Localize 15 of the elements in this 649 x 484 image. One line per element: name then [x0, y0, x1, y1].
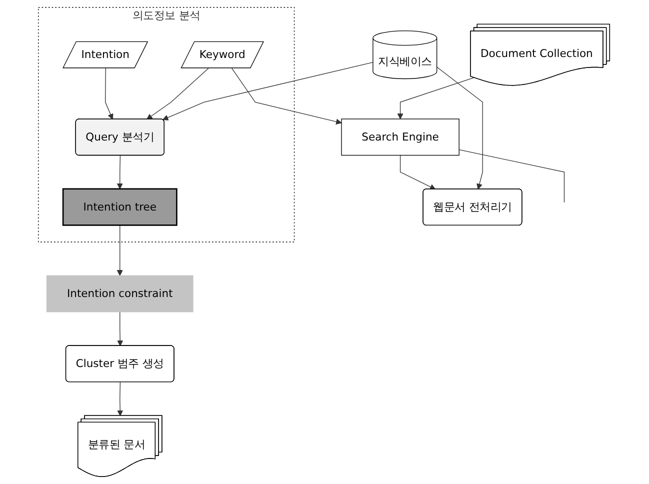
node-box: Intention constraint: [46, 275, 194, 312]
arrow: [232, 68, 342, 125]
arrow: [147, 68, 210, 120]
arrow: [105, 68, 114, 120]
arrow: [118, 382, 124, 416]
arrow: [117, 224, 124, 276]
node-box: Intention tree: [62, 188, 178, 226]
arrow: [163, 62, 374, 120]
arrow: [117, 155, 124, 190]
arrow: [400, 154, 436, 190]
arrow: [398, 77, 475, 120]
node-box: Search Engine: [342, 118, 460, 156]
arrow: [118, 312, 124, 346]
connector: [459, 149, 566, 203]
arrow: [436, 66, 484, 190]
